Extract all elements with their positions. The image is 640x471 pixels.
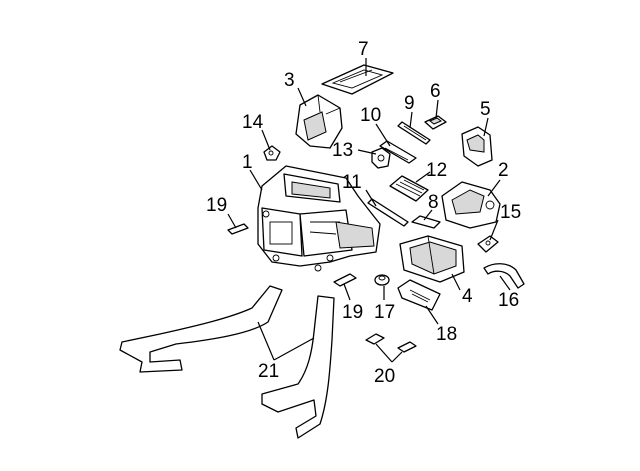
part-19-clip-lower — [333, 273, 357, 287]
callout-19-upper: 19 — [206, 195, 227, 216]
part-5-duct — [461, 126, 493, 167]
leader-3 — [297, 87, 307, 107]
callout-17: 17 — [374, 302, 395, 323]
callout-13: 13 — [332, 140, 353, 161]
leader-20b — [391, 351, 403, 363]
callout-12: 12 — [426, 160, 447, 181]
part-13-actuator — [371, 147, 391, 169]
part-4-lower-case — [399, 235, 465, 283]
callout-10: 10 — [360, 105, 381, 126]
leader-4 — [451, 273, 461, 291]
callout-7: 7 — [358, 39, 369, 60]
callout-labels: 7 3 6 9 5 10 14 13 12 2 1 11 8 15 19 4 1… — [206, 39, 521, 387]
part-21-rear-duct-right — [261, 295, 335, 439]
callout-11: 11 — [342, 172, 362, 193]
callout-16: 16 — [498, 290, 519, 311]
part-2-blower-case — [441, 181, 501, 229]
leader-14 — [261, 129, 271, 151]
callout-20: 20 — [374, 366, 395, 387]
callout-1: 1 — [242, 152, 253, 173]
part-8-lever — [411, 215, 441, 229]
part-19-clip-upper — [227, 223, 249, 235]
part-16-drain-hose — [483, 263, 525, 289]
callout-15: 15 — [500, 202, 521, 223]
leader-10 — [375, 123, 391, 147]
callout-21: 21 — [258, 361, 279, 382]
leader-20a — [375, 343, 393, 363]
callout-8: 8 — [428, 192, 439, 213]
leader-2 — [487, 179, 501, 197]
callout-9: 9 — [404, 93, 415, 114]
leader-19b — [343, 283, 351, 301]
leader-1 — [249, 169, 263, 191]
leader-13 — [357, 149, 377, 155]
leader-12 — [415, 171, 431, 183]
leader-19a — [227, 213, 237, 229]
part-11-seal — [367, 198, 409, 227]
leader-16 — [499, 275, 511, 291]
part-3-duct — [295, 94, 343, 149]
part-20-clips — [365, 333, 417, 353]
part-21-rear-duct-left — [119, 285, 283, 373]
part-12-filter — [389, 175, 429, 202]
part-1-heater-housing — [257, 165, 381, 272]
leader-11 — [365, 189, 377, 207]
leader-21a — [257, 321, 275, 361]
callout-4: 4 — [462, 286, 473, 307]
callout-2: 2 — [498, 160, 509, 181]
part-6-clip — [424, 115, 447, 130]
leader-9 — [409, 111, 413, 129]
leader-15 — [489, 219, 499, 241]
part-18-module — [397, 279, 441, 311]
leader-lines — [227, 58, 511, 363]
callout-19-lower: 19 — [342, 302, 363, 323]
part-17-grommet — [374, 274, 390, 286]
leader-21b — [273, 337, 315, 361]
leader-5 — [483, 117, 489, 137]
leader-8 — [423, 209, 433, 221]
callout-3: 3 — [284, 70, 295, 91]
callout-14: 14 — [242, 112, 264, 133]
callout-5: 5 — [480, 99, 491, 120]
part-15-sensor — [477, 235, 499, 253]
part-10-bracket — [379, 140, 417, 164]
leader-6 — [435, 99, 439, 119]
callout-6: 6 — [430, 81, 441, 102]
callout-18: 18 — [436, 324, 457, 345]
part-9-seal-strip — [397, 121, 431, 145]
part-7-cover — [321, 64, 394, 95]
part-14-clip — [263, 145, 281, 161]
leader-18 — [425, 305, 439, 325]
